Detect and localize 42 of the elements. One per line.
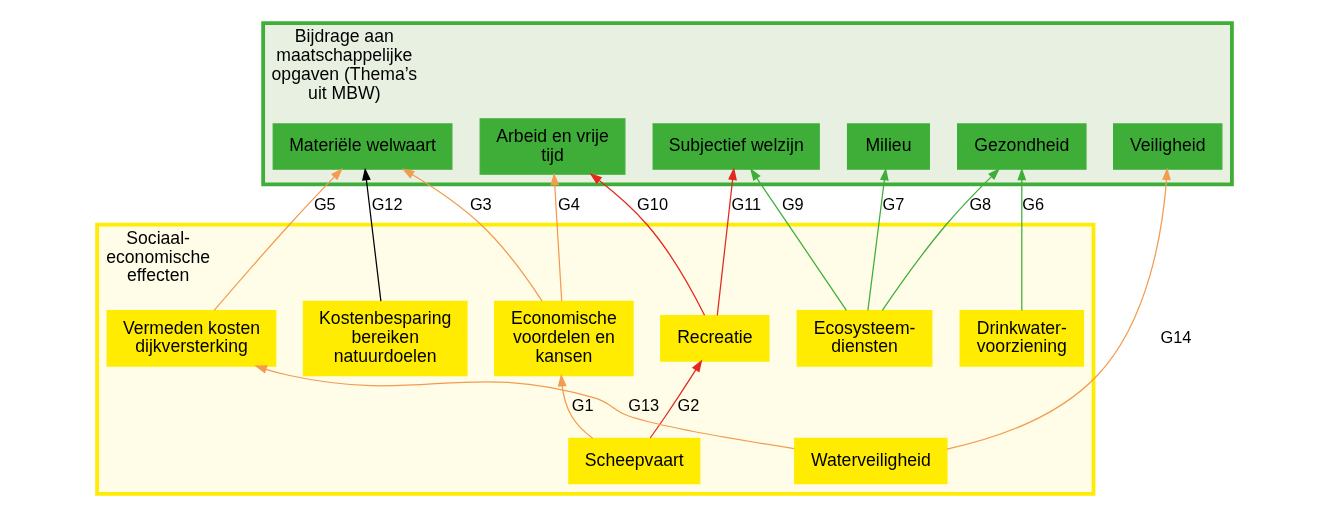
arrow (588, 173, 705, 316)
node-box: Arbeid en vrije tijd (479, 118, 625, 175)
node-box: Subjectief welzijn (652, 123, 820, 170)
edge-label: G7 (882, 194, 904, 213)
edge-label: G12 (371, 194, 403, 213)
node-box: Veiligheid (1112, 123, 1222, 170)
edge-label: G11 (730, 194, 761, 213)
arrow (549, 172, 562, 302)
node-box: Gezondheid (956, 123, 1087, 170)
node-box: Recreatie (659, 315, 770, 362)
node-box: Vermeden kosten dijkversterking (106, 310, 276, 367)
arrow (749, 168, 847, 312)
edge-label: G2 (677, 396, 699, 415)
edge-label: G3 (469, 194, 492, 213)
arrow (253, 365, 795, 450)
edge-label: G14 (1159, 327, 1191, 346)
arrow (213, 168, 343, 312)
arrow (866, 167, 889, 312)
edge-label: G13 (627, 396, 659, 415)
arrow (1016, 167, 1026, 312)
node-box: Kostenbesparing bereiken natuurdoelen (302, 300, 468, 377)
node-box: Economische voordelen en kansen (493, 300, 634, 377)
node-box: Materiële welwaart (272, 123, 452, 170)
arrow (716, 167, 737, 317)
arrow (945, 167, 1171, 450)
edge-label: G5 (313, 194, 336, 213)
edge-label: G8 (968, 194, 991, 213)
edge-label: G4 (557, 194, 580, 213)
arrow (881, 168, 1000, 311)
edge-label: G10 (636, 194, 668, 213)
node-box: Drinkwater- voorziening (959, 310, 1084, 367)
node-box: Scheepvaart (567, 437, 700, 485)
edge-label: G9 (781, 194, 804, 213)
node-box: Milieu (846, 123, 930, 170)
edge-label: G1 (571, 396, 594, 415)
arrow (557, 373, 593, 439)
arrow (361, 167, 381, 302)
arrow (649, 359, 702, 439)
node-box: Ecosysteem- diensten (796, 310, 932, 367)
arrow (401, 168, 543, 302)
node-box: Waterveiligheid (793, 437, 948, 485)
edge-label: G6 (1021, 194, 1044, 213)
